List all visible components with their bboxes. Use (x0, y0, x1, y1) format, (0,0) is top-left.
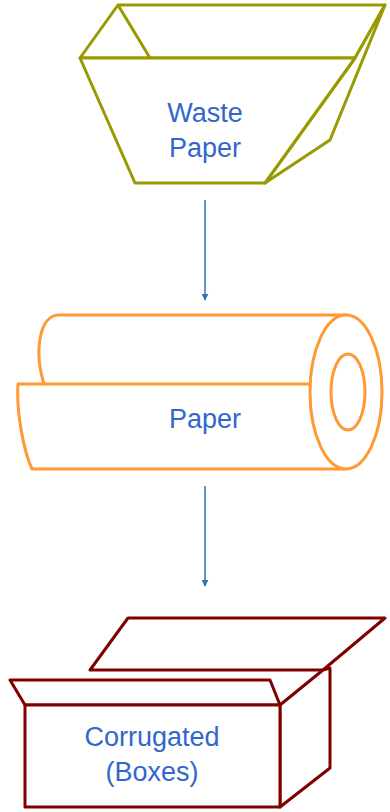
process-node: Waste Paper (78, 2, 388, 188)
outline-part (310, 315, 382, 469)
node-label: Paper (124, 402, 286, 437)
outline-part (44, 383, 314, 386)
node-label: Waste Paper (150, 96, 260, 165)
outline-part (80, 58, 355, 183)
process-node: Corrugated (Boxes) (8, 598, 388, 810)
outline-part (331, 354, 365, 430)
outline-part (90, 618, 385, 670)
flow-arrow (204, 200, 206, 300)
flow-arrow (204, 486, 206, 586)
paper-roll-shape (14, 312, 386, 474)
process-node: Paper (14, 312, 386, 474)
outline-part (18, 315, 346, 469)
outline-part (80, 5, 385, 58)
outline-part (10, 680, 280, 705)
outline-part (118, 5, 150, 58)
outline-part (25, 705, 280, 807)
node-label: Corrugated (Boxes) (52, 720, 252, 789)
outline-part (280, 668, 330, 807)
